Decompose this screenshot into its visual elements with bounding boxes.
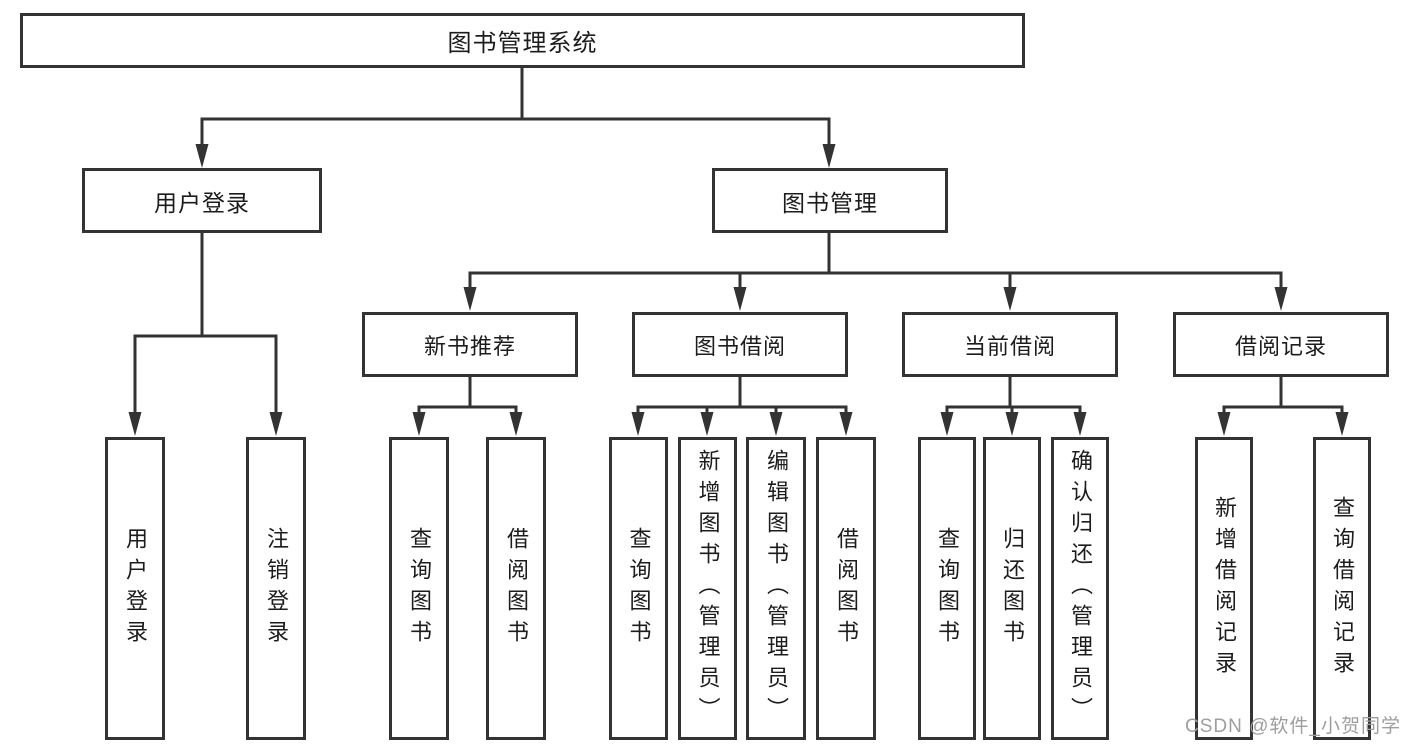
leaf-query-books-newbooks: 查询图书 xyxy=(389,437,449,740)
connector-root-to-level1 xyxy=(200,68,831,144)
node-borrowing-records: 借阅记录 xyxy=(1173,312,1389,377)
node-library-system: 图书管理系统 xyxy=(20,13,1025,68)
leaf-return-books: 归还图书 xyxy=(983,437,1041,740)
leaf-label: 用户登录 xyxy=(123,526,148,651)
arrowhead-icon xyxy=(940,412,954,436)
leaf-query-borrow-record: 查询借阅记录 xyxy=(1313,437,1371,740)
leaf-label: 注销登录 xyxy=(264,526,289,651)
connector-borrowing-to-leaves xyxy=(636,377,848,413)
connector-current-to-leaves xyxy=(945,377,1082,413)
arrowhead-icon xyxy=(463,287,477,311)
node-new-book-recommend: 新书推荐 xyxy=(362,312,578,377)
leaf-label: 确认归还（管理员） xyxy=(1068,449,1093,728)
arrowhead-icon xyxy=(822,144,836,168)
leaf-logout: 注销登录 xyxy=(246,437,306,740)
leaf-borrow-books-newbooks: 借阅图书 xyxy=(486,437,546,740)
leaf-user-login: 用户登录 xyxy=(105,437,165,740)
leaf-label: 新增图书（管理员） xyxy=(695,449,721,728)
node-book-borrowing: 图书借阅 xyxy=(632,312,848,377)
leaf-label: 查询借阅记录 xyxy=(1330,495,1355,682)
leaf-label: 借阅图书 xyxy=(504,526,529,651)
arrowhead-icon xyxy=(1073,412,1087,436)
arrowhead-icon xyxy=(1274,287,1288,311)
arrowhead-icon xyxy=(1005,412,1019,436)
leaf-label: 查询图书 xyxy=(626,526,652,651)
arrowhead-icon xyxy=(1003,287,1017,311)
connector-records-to-leaves xyxy=(1222,377,1344,413)
node-user-login: 用户登录 xyxy=(82,168,322,233)
node-book-management: 图书管理 xyxy=(712,168,948,233)
connector-newbooks-to-leaves xyxy=(417,377,518,413)
arrowhead-icon xyxy=(839,412,853,436)
leaf-label: 新增借阅记录 xyxy=(1212,495,1237,682)
leaf-label: 借阅图书 xyxy=(834,526,859,651)
arrowhead-icon xyxy=(412,412,426,436)
arrowheads xyxy=(128,144,1349,436)
leaf-confirm-return-admin: 确认归还（管理员） xyxy=(1051,437,1109,740)
arrowhead-icon xyxy=(1335,412,1349,436)
leaf-label: 归还图书 xyxy=(1000,526,1025,651)
leaf-add-borrow-record: 新增借阅记录 xyxy=(1195,437,1253,740)
leaf-query-books-borrowing: 查询图书 xyxy=(609,437,668,740)
leaf-label: 查询图书 xyxy=(407,526,432,651)
leaf-borrow-books: 借阅图书 xyxy=(816,437,876,740)
arrowhead-icon xyxy=(769,412,783,436)
leaf-label: 编辑图书（管理员） xyxy=(764,449,789,728)
leaf-query-books-current: 查询图书 xyxy=(918,437,976,740)
arrowhead-icon xyxy=(269,412,283,436)
arrowhead-icon xyxy=(733,287,747,311)
connector-userlogin-to-leaves xyxy=(133,233,278,413)
node-current-borrowing: 当前借阅 xyxy=(902,312,1118,377)
arrowhead-icon xyxy=(509,412,523,436)
leaf-label: 查询图书 xyxy=(935,526,960,651)
csdn-watermark: CSDN @软件_小贺同学 xyxy=(1185,716,1401,737)
connector-bookmgmt-to-level2 xyxy=(468,233,1283,288)
leaf-edit-books-admin: 编辑图书（管理员） xyxy=(746,437,806,740)
arrowhead-icon xyxy=(631,412,645,436)
leaf-add-books-admin: 新增图书（管理员） xyxy=(678,437,737,740)
arrowhead-icon xyxy=(128,412,142,436)
arrowhead-icon xyxy=(700,412,714,436)
arrowhead-icon xyxy=(195,144,209,168)
arrowhead-icon xyxy=(1217,412,1231,436)
